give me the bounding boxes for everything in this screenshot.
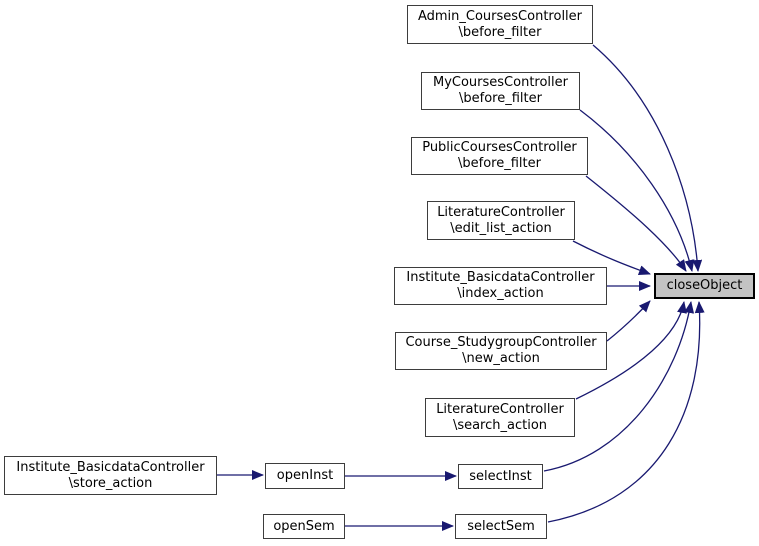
node-admin-courses-before-filter[interactable]: Admin_CoursesController \before_filter — [407, 5, 593, 44]
edge-group — [217, 44, 705, 531]
node-open-sem[interactable]: openSem — [263, 514, 345, 539]
node-select-inst[interactable]: selectInst — [458, 464, 543, 489]
edge-my-courses-before-filter-to-close-object — [579, 109, 695, 272]
node-institute-basicdata-store-action[interactable]: Institute_BasicdataController \store_act… — [4, 456, 217, 495]
edge-public-courses-before-filter-to-close-object — [585, 175, 687, 272]
node-select-sem[interactable]: selectSem — [455, 514, 547, 539]
node-close-object: closeObject — [654, 273, 755, 299]
node-public-courses-before-filter[interactable]: PublicCoursesController \before_filter — [411, 137, 588, 175]
node-open-inst[interactable]: openInst — [265, 463, 345, 489]
edge-literature-search-action-to-close-object — [575, 301, 687, 400]
node-my-courses-before-filter[interactable]: MyCoursesController \before_filter — [421, 72, 580, 110]
edge-select-inst-to-close-object — [543, 301, 695, 472]
edge-course-studygroup-new-action-to-close-object — [606, 300, 651, 342]
node-course-studygroup-new-action[interactable]: Course_StudygroupController \new_action — [395, 332, 607, 370]
edge-admin-courses-before-filter-to-close-object — [592, 44, 703, 272]
edge-literature-edit-list-action-to-close-object — [572, 240, 651, 275]
edge-select-sem-to-close-object — [547, 301, 705, 523]
node-literature-search-action[interactable]: LiteratureController \search_action — [425, 398, 575, 437]
node-institute-basicdata-index-action[interactable]: Institute_BasicdataController \index_act… — [394, 267, 607, 305]
node-literature-edit-list-action[interactable]: LiteratureController \edit_list_action — [427, 201, 575, 240]
